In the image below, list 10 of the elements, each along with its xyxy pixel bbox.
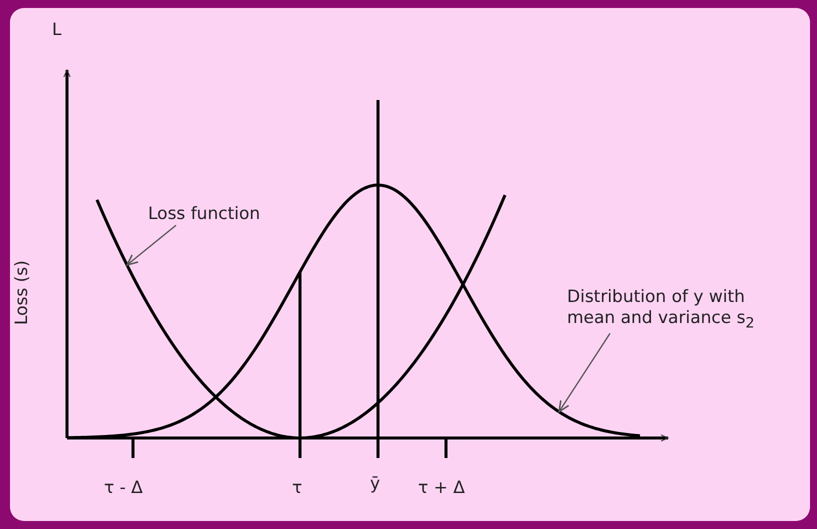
leader-arrow <box>558 333 611 413</box>
leader-arrow <box>126 224 176 266</box>
tick-label: ȳ <box>370 474 380 496</box>
curve-label: Distribution of y with mean and variance s$_{2}$ <box>567 287 782 334</box>
axis-label: Loss (s) <box>12 260 33 326</box>
axis-label: L <box>52 20 62 42</box>
tick-label: τ <box>292 478 302 500</box>
tick-label: τ + Δ <box>418 478 465 500</box>
tick-label: τ - Δ <box>104 478 143 500</box>
curve-label: Loss function <box>148 204 260 226</box>
